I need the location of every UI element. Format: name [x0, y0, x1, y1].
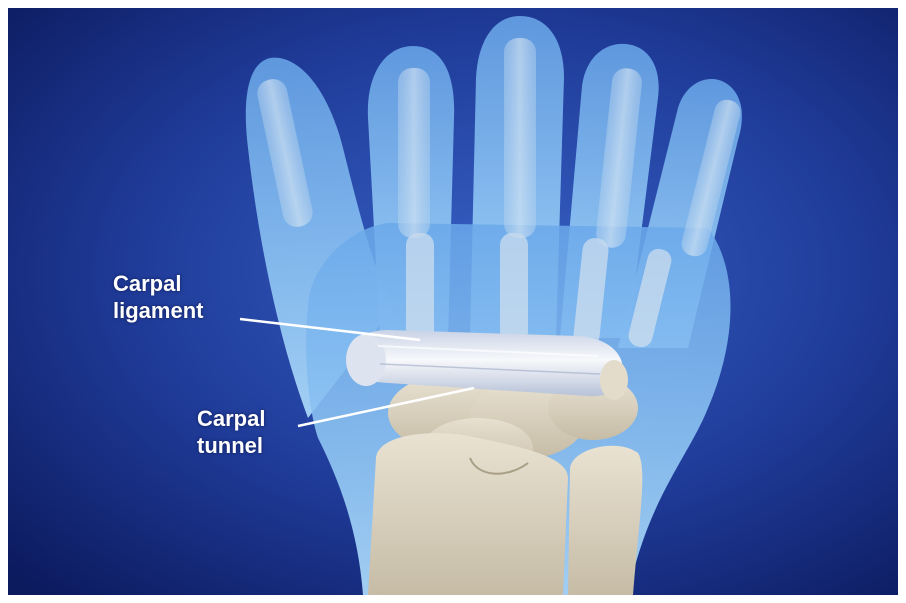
- carpal-tunnel-label: Carpal tunnel: [197, 405, 265, 459]
- carpal-bones: [368, 375, 642, 595]
- carpal-ligament-label-line1: Carpal: [113, 270, 203, 297]
- carpal-ligament-label-line2: ligament: [113, 297, 203, 324]
- carpal-tunnel-label-line1: Carpal: [197, 405, 265, 432]
- carpal-ligament-label: Carpal ligament: [113, 270, 203, 324]
- carpal-tunnel-label-line2: tunnel: [197, 432, 265, 459]
